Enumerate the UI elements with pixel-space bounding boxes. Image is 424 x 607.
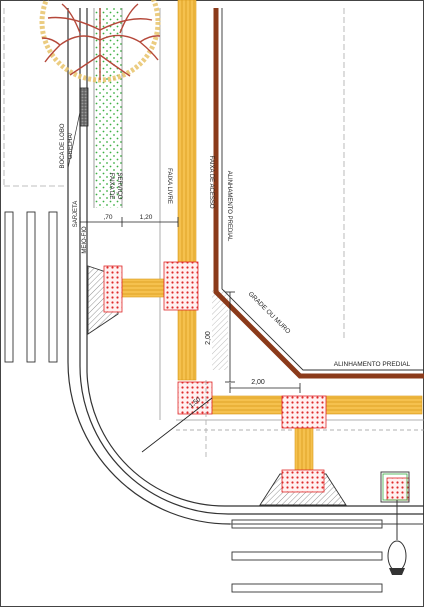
property-wall-inner	[221, 8, 424, 371]
dimension-70: ,70	[103, 214, 112, 221]
label-grelha: GRELHA/	[68, 132, 74, 159]
label-faixa-de-servico-1: FAIXA DE	[108, 173, 114, 200]
dimension-200-vertical: 2,00	[205, 331, 212, 345]
crosswalk-bottom	[231, 519, 383, 593]
label-boca-de-lobo: BOCA DE LOBO	[60, 123, 66, 168]
label-alinhamento-predial-vertical: ALINHAMENTO PREDIAL	[226, 171, 232, 242]
crosswalk-left	[4, 211, 58, 363]
lamp-post-icon	[380, 471, 410, 575]
hatch-zone	[212, 290, 228, 370]
label-meio-fio: MEIO-FIO	[82, 226, 88, 254]
leader-lines	[67, 111, 81, 244]
label-faixa-de-servico-2: SERVIÇO	[116, 173, 122, 200]
label-faixa-de-acesso: FAIXA DE ACESSO	[208, 155, 214, 208]
property-wall	[213, 8, 424, 379]
tactile-paving	[121, 0, 423, 471]
dimension-120: 1,20	[140, 214, 153, 221]
tree-icon	[39, 0, 161, 83]
label-alinhamento-predial-horizontal: ALINHAMENTO PREDIAL	[334, 361, 411, 368]
lot-lines	[3, 8, 345, 340]
storm-drain-grate	[79, 87, 89, 127]
service-strip	[94, 8, 122, 208]
label-sarjeta: SARJETA	[73, 201, 79, 228]
dimension-200-horizontal: 2,00	[251, 379, 265, 386]
curb-lines	[67, 8, 424, 525]
dimension-lines	[79, 217, 301, 453]
label-faixa-livre: FAIXA LIVRE	[166, 168, 172, 204]
